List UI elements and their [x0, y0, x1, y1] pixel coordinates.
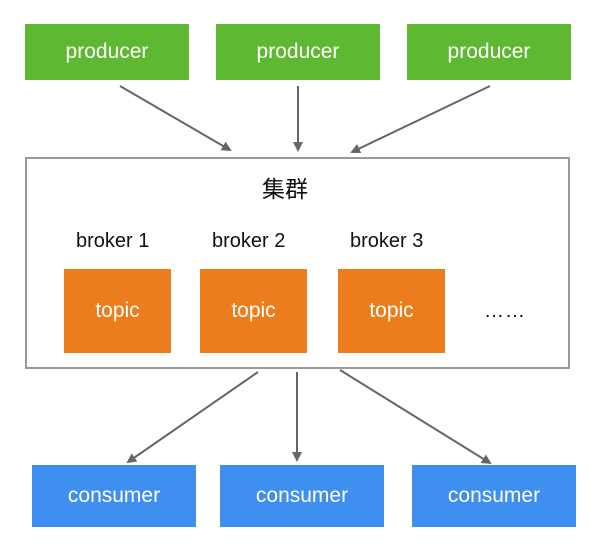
producer-box-3: producer — [407, 24, 571, 80]
topic-box-2: topic — [200, 269, 307, 353]
topic-label: topic — [95, 299, 140, 322]
consumer-label: consumer — [447, 484, 541, 507]
broker-label-2: broker 2 — [212, 230, 286, 252]
topic-box-1: topic — [64, 269, 171, 353]
producer-label: producer — [256, 40, 340, 63]
arrow-cluster-to-consumer1 — [126, 371, 259, 464]
consumer-box-2: consumer — [220, 465, 384, 527]
cluster-container — [25, 157, 570, 369]
consumer-label: consumer — [67, 484, 161, 507]
broker-label-1: broker 1 — [76, 230, 150, 252]
arrow-producer3-to-cluster — [350, 85, 491, 154]
cluster-title: 集群 — [262, 177, 308, 203]
producer-label: producer — [447, 40, 531, 63]
consumer-box-3: consumer — [412, 465, 576, 527]
producer-box-1: producer — [25, 24, 189, 80]
topic-box-3: topic — [338, 269, 445, 353]
producer-box-2: producer — [216, 24, 380, 80]
more-brokers-ellipsis: …… — [484, 300, 526, 322]
arrow-cluster-to-consumer3 — [339, 369, 492, 465]
arrow-producer1-to-cluster — [119, 85, 232, 152]
producer-label: producer — [65, 40, 149, 63]
topic-label: topic — [369, 299, 414, 322]
consumer-box-1: consumer — [32, 465, 196, 527]
topic-label: topic — [231, 299, 276, 322]
consumer-label: consumer — [255, 484, 349, 507]
broker-label-3: broker 3 — [350, 230, 424, 252]
